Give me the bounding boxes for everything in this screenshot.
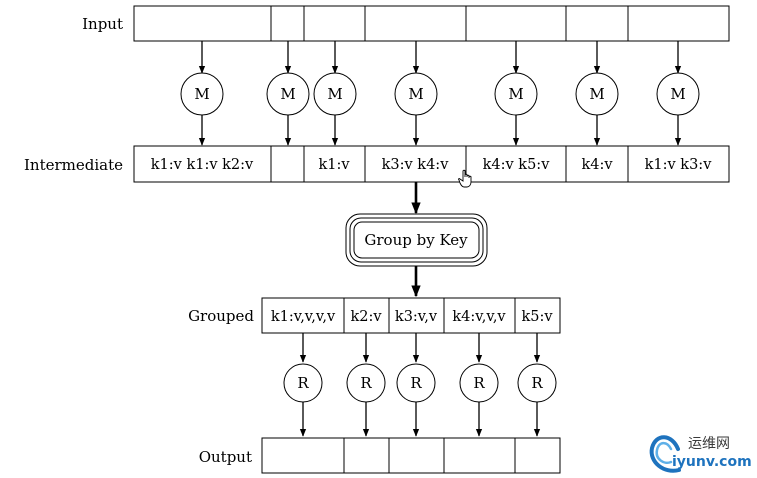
intermediate-cell-text: k1:v k3:v (645, 157, 713, 173)
input-cell (565, 5, 629, 42)
grouped-label: Grouped (188, 307, 254, 325)
grouped-cell (443, 297, 516, 334)
input-cell (465, 5, 567, 42)
map-nodes: M M M M M M M (180, 72, 700, 116)
reduce-node-label: R (473, 374, 485, 392)
map-node-label: M (408, 85, 423, 103)
input-row (133, 5, 730, 42)
map-node-label: M (589, 85, 604, 103)
reduce-node-label: R (410, 374, 422, 392)
watermark-logo-icon (649, 435, 681, 473)
reduce-node-label: R (360, 374, 372, 392)
intermediate-cell (133, 145, 272, 183)
grouped-cell-text: k2:v (350, 309, 382, 325)
grouped-to-reduce-arrows (299, 333, 541, 363)
map-node-label: M (327, 85, 342, 103)
grouped-row: k1:v,v,v,v k2:v k3:v,v k4:v,v,v k5:v (261, 297, 561, 334)
output-cell (343, 437, 390, 474)
map-node-label: M (508, 85, 523, 103)
output-cell (514, 437, 561, 474)
intermediate-row: k1:v k1:v k2:v k1:v k3:v k4:v k4:v k5:v … (133, 145, 730, 183)
grouped-cell-text: k4:v,v,v (452, 309, 506, 325)
grouped-cell-text: k1:v,v,v,v (271, 309, 336, 325)
intermediate-cell-text: k4:v (581, 157, 613, 173)
intermediate-cell (627, 145, 730, 183)
intermediate-cell (270, 145, 305, 183)
intermediate-cell-text: k4:v k5:v (483, 157, 551, 173)
map-node-label: M (194, 85, 209, 103)
intermediate-cell-text: k1:v k1:v k2:v (151, 157, 254, 173)
intermediate-cell (565, 145, 629, 183)
map-node-label: M (280, 85, 295, 103)
input-cell (303, 5, 366, 42)
reduce-node-label: R (531, 374, 543, 392)
watermark-text-cn: 运维网 (688, 436, 730, 452)
grouped-cell-text: k3:v,v (395, 309, 438, 325)
grouped-cell (261, 297, 345, 334)
intermediate-cell (465, 145, 567, 183)
group-by-key-box: Group by Key (345, 213, 488, 267)
watermark: 运维网 iyunv.com (649, 435, 752, 473)
intermediate-cell-text: k1:v (318, 157, 350, 173)
output-row (261, 437, 561, 474)
intermediate-cell-text: k3:v k4:v (382, 157, 450, 173)
map-to-intermediate-arrows (198, 115, 682, 146)
output-label: Output (199, 448, 252, 466)
output-cell (388, 437, 445, 474)
intermediate-cell (303, 145, 366, 183)
intermediate-cell (364, 145, 467, 183)
reduce-to-output-arrows (299, 402, 541, 437)
grouped-cell-text: k5:v (521, 309, 553, 325)
input-cell (627, 5, 730, 42)
output-cell (261, 437, 345, 474)
input-cell (364, 5, 467, 42)
reduce-node-label: R (297, 374, 309, 392)
map-node-label: M (670, 85, 685, 103)
input-cell (270, 5, 305, 42)
intermediate-label: Intermediate (24, 156, 123, 174)
input-cell (133, 5, 272, 42)
hand-cursor-icon (458, 169, 472, 188)
group-by-key-label: Group by Key (364, 231, 468, 249)
input-label: Input (82, 15, 123, 33)
reduce-nodes: R R R R R (283, 363, 557, 403)
watermark-text-en: iyunv.com (672, 454, 752, 470)
output-cell (443, 437, 516, 474)
input-to-map-arrows (198, 41, 682, 74)
